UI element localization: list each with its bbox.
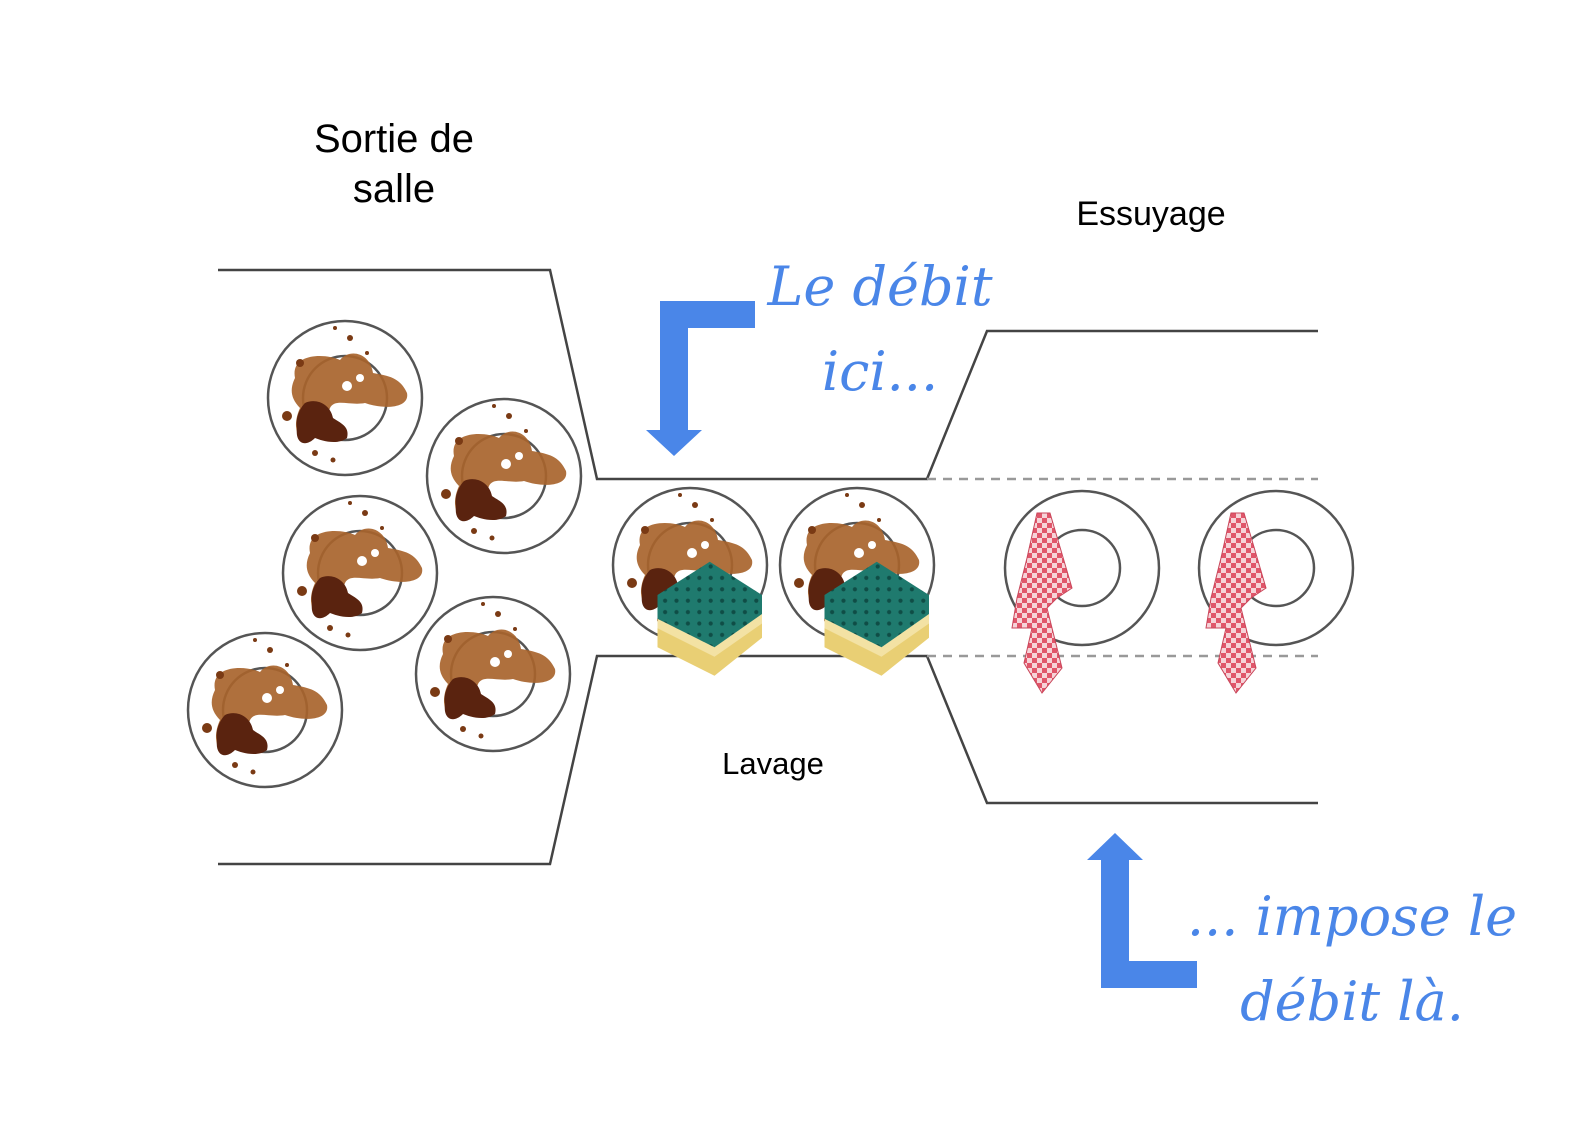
annotation-top-line1: Le débit	[766, 255, 992, 318]
annotation-bottom-line1: ... impose le	[1187, 885, 1517, 948]
arrow-down-icon	[646, 301, 755, 456]
dirty-plate	[186, 631, 344, 789]
washing-plate	[611, 486, 769, 676]
drying-plate	[1003, 489, 1161, 694]
channel-bottom-wall	[218, 654, 1318, 866]
sortie-label-line2: salle	[353, 167, 435, 211]
dirty-plate	[425, 397, 583, 555]
annotation-bottom-line2: débit là.	[1240, 970, 1464, 1033]
dirty-plate	[281, 494, 439, 652]
arrow-up-icon	[1087, 833, 1197, 988]
dirty-plate	[266, 319, 424, 477]
essuyage-label: Essuyage	[1076, 195, 1225, 233]
lavage-label: Lavage	[722, 746, 824, 781]
sortie-label-line1: Sortie de	[314, 117, 474, 161]
annotation-top-line2: ici...	[822, 340, 938, 403]
drying-plate	[1197, 489, 1355, 694]
washing-plate	[778, 486, 936, 676]
channel-top-wall	[218, 268, 1318, 481]
dirty-plate	[414, 595, 572, 753]
